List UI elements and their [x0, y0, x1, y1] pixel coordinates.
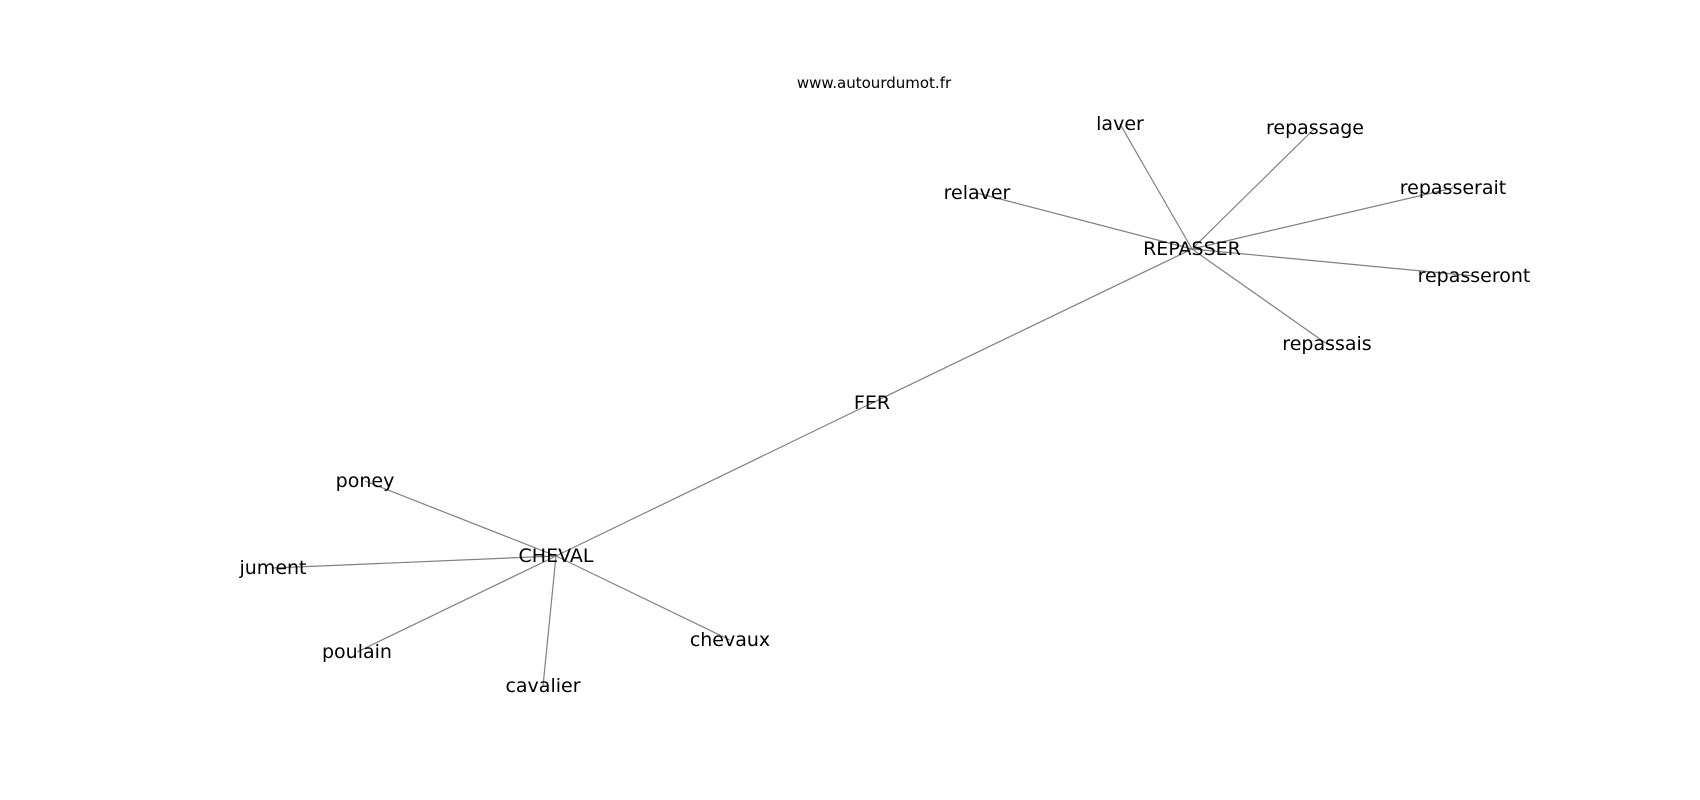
edges-layer — [272, 123, 1475, 687]
nodes-layer: FER REPASSER CHEVAL laver repassage relaver re… — [238, 113, 1530, 697]
node-label-poney[interactable]: poney — [336, 470, 395, 492]
edge-repasser-repassage — [1191, 127, 1316, 250]
node-label-repasserait[interactable]: repasserait — [1400, 177, 1506, 199]
edge-fer-cheval — [555, 402, 873, 557]
node-label-cheval[interactable]: CHEVAL — [519, 545, 594, 567]
node-label-chevaux[interactable]: chevaux — [690, 629, 770, 651]
node-label-relaver[interactable]: relaver — [944, 182, 1011, 204]
node-label-poulain[interactable]: poulain — [322, 641, 392, 663]
node-label-cavalier[interactable]: cavalier — [505, 675, 580, 697]
edge-repasser-relaver — [976, 192, 1193, 250]
node-label-repasser[interactable]: REPASSER — [1143, 238, 1241, 260]
edge-cheval-poney — [364, 480, 557, 557]
edge-cheval-jument — [272, 555, 557, 569]
edge-repasser-repasserait — [1191, 187, 1454, 250]
edge-repasser-laver — [1119, 123, 1193, 250]
node-label-jument[interactable]: jument — [238, 557, 306, 579]
edge-cheval-chevaux — [555, 555, 731, 641]
node-label-laver[interactable]: laver — [1096, 113, 1144, 135]
node-label-repassais[interactable]: repassais — [1282, 333, 1371, 355]
edge-cheval-cavalier — [542, 555, 557, 687]
edge-repasser-repassais — [1191, 248, 1328, 345]
node-label-repasseront[interactable]: repasseront — [1418, 265, 1531, 287]
node-label-repassage[interactable]: repassage — [1266, 117, 1364, 139]
edge-cheval-poulain — [356, 555, 557, 653]
edge-fer-repasser — [871, 248, 1193, 404]
node-label-fer[interactable]: FER — [854, 392, 890, 414]
edge-repasser-repasseront — [1191, 248, 1475, 277]
site-url-label: www.autourdumot.fr — [797, 74, 952, 92]
